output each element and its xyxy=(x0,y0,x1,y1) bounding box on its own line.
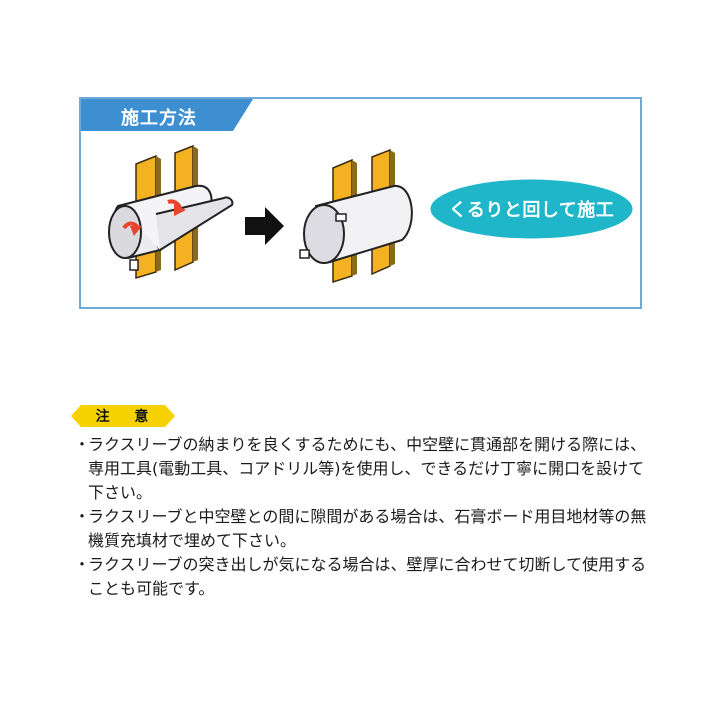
method-title: 施工方法 xyxy=(121,108,197,129)
method-tab-shape xyxy=(81,99,253,131)
method-tab: 施工方法 xyxy=(81,99,253,131)
badge-ellipse xyxy=(430,179,633,239)
right-arrow-icon xyxy=(245,207,284,245)
bullet: ・ xyxy=(74,435,91,454)
caution-note-text: ラクスリーブの突き出しが気になる場合は、壁厚に合わせて切断して使用することも可能… xyxy=(88,555,647,598)
caution-note: ・ ラクスリーブと中空壁との間に隙間がある場合は、石膏ボード用目地材等の無機質充… xyxy=(70,505,650,553)
caution-note-text: ラクスリーブの納まりを良くするためにも、中空壁に貫通部を開ける際には、専用工具(… xyxy=(88,435,647,502)
rotate-arrow-icon xyxy=(174,204,186,216)
bullet: ・ xyxy=(74,507,91,526)
caution-title: 注 意 xyxy=(95,409,159,425)
caution-note-text: ラクスリーブと中空壁との間に隙間がある場合は、石膏ボード用目地材等の無機質充填材… xyxy=(88,507,647,550)
installed-sleeve xyxy=(299,184,413,264)
rotate-install-badge: くるりと回して施工 xyxy=(430,179,633,239)
badge-label: くるりと回して施工 xyxy=(448,200,615,221)
sleeve-being-wrapped xyxy=(108,184,234,271)
caution-notes: ・ ラクスリーブの納まりを良くするためにも、中空壁に貫通部を開ける際には、専用工… xyxy=(70,433,650,601)
bullet: ・ xyxy=(74,555,91,574)
caution-hexagon xyxy=(71,405,175,427)
caution-note: ・ ラクスリーブの突き出しが気になる場合は、壁厚に合わせて切断して使用することも… xyxy=(70,553,650,601)
caution-note: ・ ラクスリーブの納まりを良くするためにも、中空壁に貫通部を開ける際には、専用工… xyxy=(70,433,650,505)
rotate-arrow-icon xyxy=(130,226,142,236)
caution-heading: 注 意 xyxy=(71,405,175,427)
